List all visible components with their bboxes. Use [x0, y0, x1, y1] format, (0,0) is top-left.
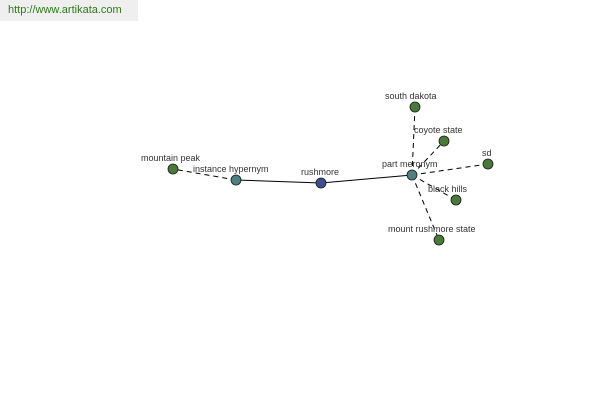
edge-instance-hypernym-to-mountain-peak — [172, 168, 237, 181]
edge-part-meronym-to-south-dakota — [411, 106, 416, 176]
node-label-mount-rushmore-state: mount rushmore state — [388, 224, 476, 234]
edge-part-meronym-to-coyote-state — [411, 140, 445, 176]
node-coyote-state[interactable] — [438, 135, 450, 147]
node-mountain-peak[interactable] — [167, 163, 179, 175]
node-black-hills[interactable] — [450, 194, 462, 206]
nodes-layer — [167, 101, 494, 246]
edge-part-meronym-to-sd — [411, 163, 489, 176]
node-sd[interactable] — [482, 158, 494, 170]
labels-layer: rushmore instance hypernym part meronym mou… — [141, 91, 492, 234]
node-label-instance-hypernym: instance hypernym — [193, 164, 269, 174]
edge-rushmore-to-instance-hypernym — [235, 179, 322, 184]
node-label-south-dakota: south dakota — [385, 91, 437, 101]
node-label-black-hills: black hills — [428, 184, 468, 194]
edge-rushmore-to-part-meronym — [320, 174, 413, 184]
node-rushmore[interactable] — [315, 177, 327, 189]
node-label-coyote-state: coyote state — [414, 125, 463, 135]
node-south-dakota[interactable] — [409, 101, 421, 113]
site-url-link[interactable]: http://www.artikata.com — [0, 0, 138, 21]
edge-part-meronym-to-mount-rushmore-state — [411, 174, 440, 241]
node-label-sd: sd — [482, 148, 492, 158]
node-instance-hypernym[interactable] — [230, 174, 242, 186]
node-label-mountain-peak: mountain peak — [141, 153, 201, 163]
node-mount-rushmore-state[interactable] — [433, 234, 445, 246]
edges-layer — [172, 106, 489, 241]
node-label-rushmore: rushmore — [301, 167, 339, 177]
node-label-part-meronym: part meronym — [382, 159, 438, 169]
node-part-meronym[interactable] — [406, 169, 418, 181]
